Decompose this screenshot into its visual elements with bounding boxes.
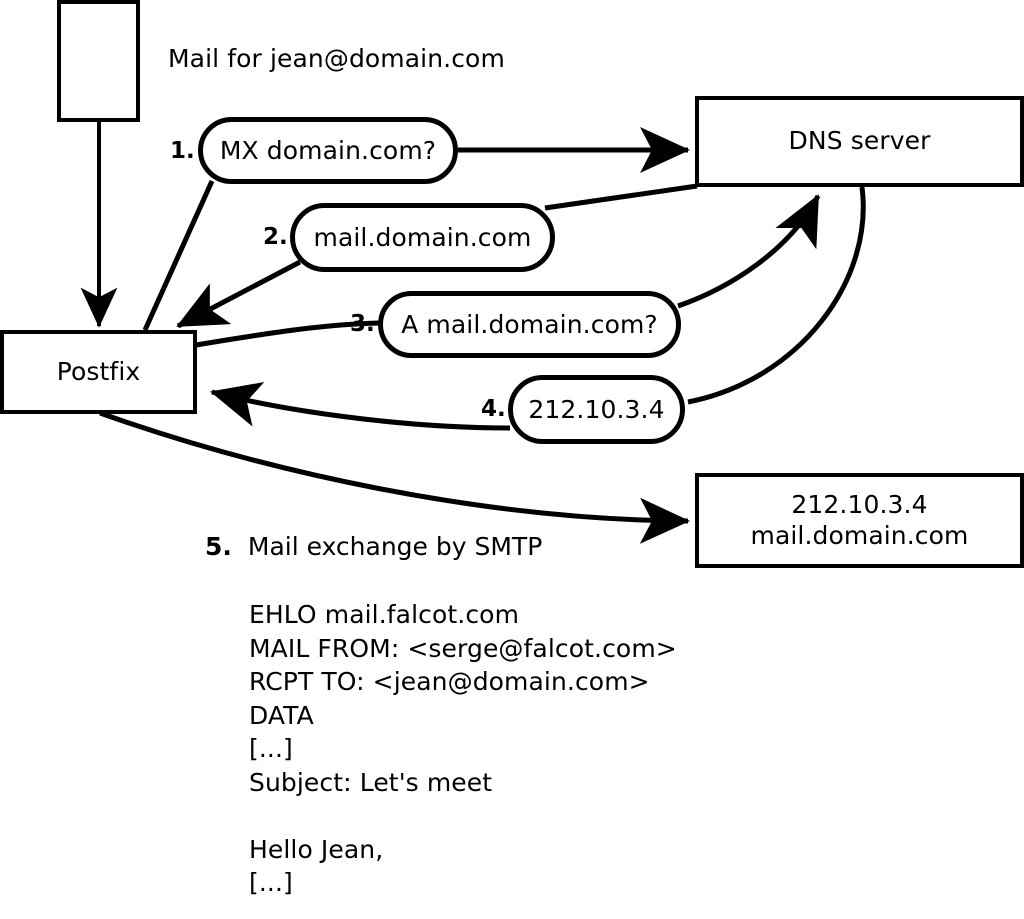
- step-pill-3-label: A mail.domain.com?: [401, 310, 658, 339]
- link-dns-to-step4: [687, 186, 866, 405]
- smtp-step-heading: 5. Mail exchange by SMTP: [205, 532, 542, 561]
- link-postfix-to-step1: [142, 179, 215, 332]
- smtp-transcript: EHLO mail.falcot.com MAIL FROM: <serge@f…: [249, 600, 677, 919]
- postfix-label: Postfix: [56, 356, 141, 386]
- step-pill-2-label: mail.domain.com: [313, 223, 532, 252]
- link-dns-to-step2: [544, 183, 698, 211]
- dns-server-label: DNS server: [788, 126, 931, 156]
- mail-for-caption: Mail for jean@domain.com: [168, 44, 505, 73]
- smtp-step-number: 5.: [205, 532, 232, 561]
- step-pill-4-label: 212.10.3.4: [528, 395, 665, 424]
- step-pill-2: mail.domain.com: [290, 203, 555, 272]
- mail-server-ip: 212.10.3.4: [791, 490, 928, 519]
- smtp-step-label: Mail exchange by SMTP: [247, 532, 543, 561]
- postfix-node: Postfix: [0, 330, 197, 414]
- mail-server-node: 212.10.3.4 mail.domain.com: [695, 473, 1024, 568]
- arrow-step2-to-postfix: [176, 259, 302, 329]
- step-number-4: 4.: [481, 396, 506, 422]
- step-number-1: 1.: [170, 138, 195, 164]
- mail-server-hostname: mail.domain.com: [750, 520, 969, 550]
- step-pill-4: 212.10.3.4: [508, 375, 685, 444]
- dns-server-node: DNS server: [695, 96, 1024, 187]
- step-number-3: 3.: [350, 311, 375, 337]
- step-pill-1-label: MX domain.com?: [219, 136, 437, 165]
- step-number-2: 2.: [263, 224, 288, 250]
- step-pill-1: MX domain.com?: [198, 117, 458, 184]
- arrow-step3-to-dns: [677, 194, 821, 309]
- step-pill-3: A mail.domain.com?: [378, 291, 681, 358]
- arrow-step4-to-postfix: [210, 382, 511, 431]
- sender-box: [57, 0, 140, 122]
